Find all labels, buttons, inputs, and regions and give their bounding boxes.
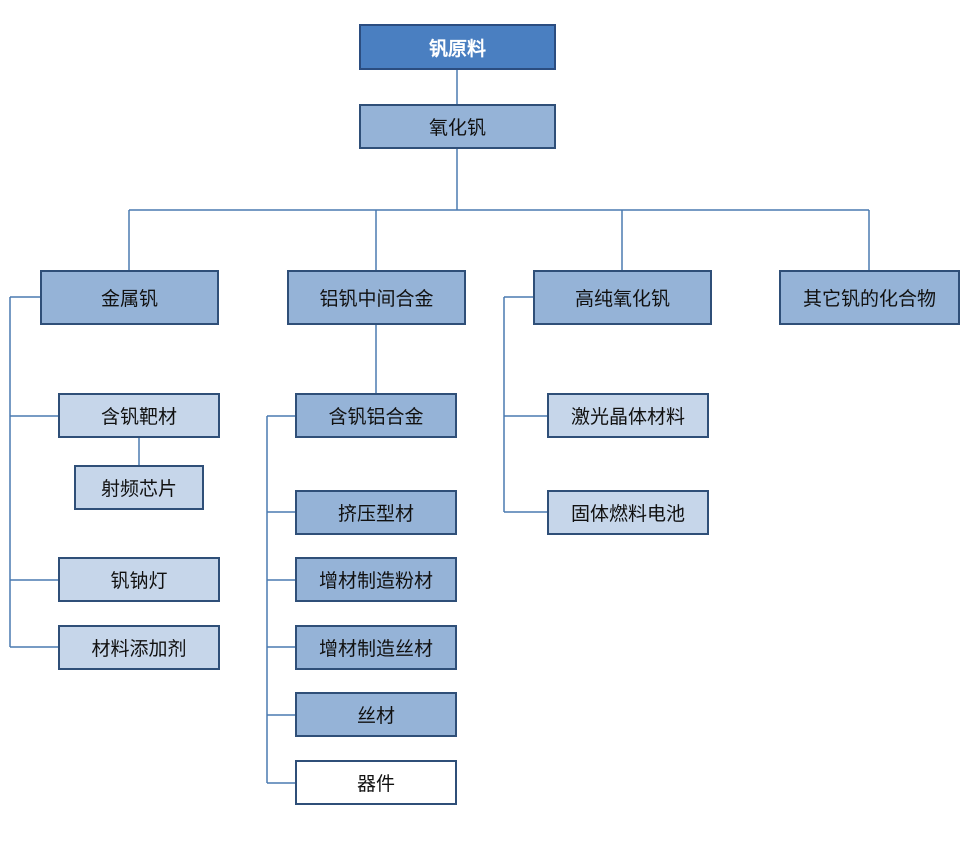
- node-oxide: 氧化钒: [359, 104, 556, 149]
- node-al-alloy: 铝钒中间合金: [287, 270, 466, 325]
- node-sofc: 固体燃料电池: [547, 490, 709, 535]
- node-sodium-lamp: 钒钠灯: [58, 557, 220, 602]
- node-am-powder: 增材制造粉材: [295, 557, 457, 602]
- node-v-al-alloy: 含钒铝合金: [295, 393, 457, 438]
- node-additive: 材料添加剂: [58, 625, 220, 670]
- node-hp-oxide: 高纯氧化钒: [533, 270, 712, 325]
- node-root: 钒原料: [359, 24, 556, 70]
- node-laser-crystal: 激光晶体材料: [547, 393, 709, 438]
- node-rf-chip: 射频芯片: [74, 465, 204, 510]
- node-target: 含钒靶材: [58, 393, 220, 438]
- node-metal: 金属钒: [40, 270, 219, 325]
- node-device: 器件: [295, 760, 457, 805]
- node-extrusion: 挤压型材: [295, 490, 457, 535]
- node-am-wire: 增材制造丝材: [295, 625, 457, 670]
- node-wire: 丝材: [295, 692, 457, 737]
- node-other-compounds: 其它钒的化合物: [779, 270, 960, 325]
